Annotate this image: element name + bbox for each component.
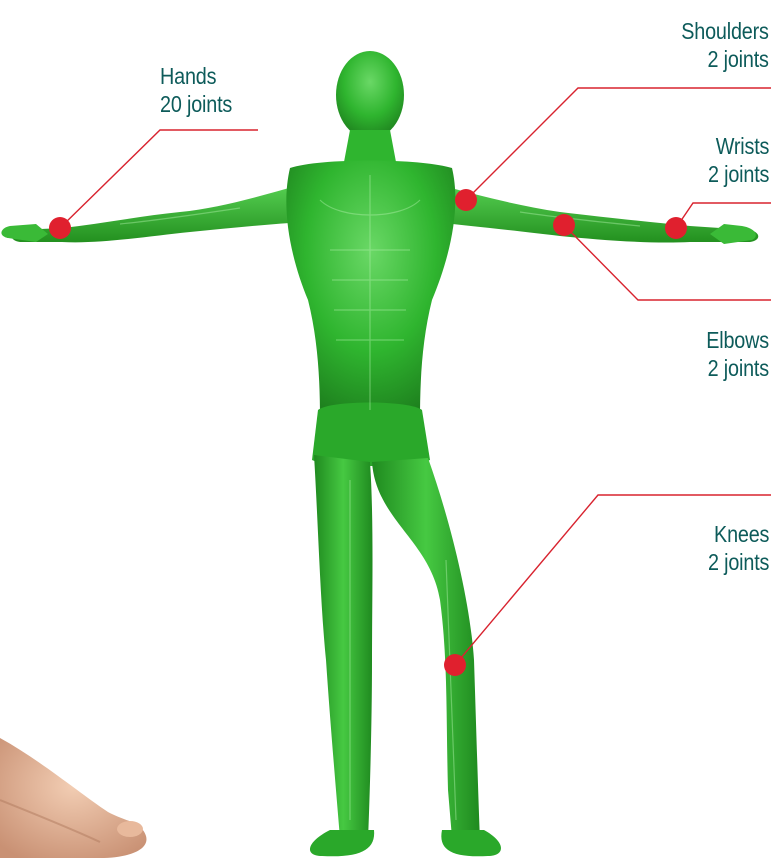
hands-label: Hands 20 joints (160, 62, 232, 118)
left-foot (310, 830, 374, 856)
right-arm (434, 185, 758, 243)
right-leg (372, 458, 480, 840)
knees-label-name: Knees (708, 520, 769, 548)
shoulders-label: Shoulders 2 joints (681, 17, 769, 73)
head (336, 51, 404, 139)
shoulder-joint-marker (455, 189, 477, 211)
wrists-label-name: Wrists (708, 132, 769, 160)
knees-label: Knees 2 joints (708, 520, 769, 576)
wrists-leader (676, 203, 771, 228)
elbow-joint-marker (553, 214, 575, 236)
shoulders-label-name: Shoulders (681, 17, 769, 45)
hands-label-count: 20 joints (160, 90, 232, 118)
elbows-label: Elbows 2 joints (706, 326, 769, 382)
pelvis (312, 403, 430, 467)
neck (344, 130, 396, 162)
wrists-label: Wrists 2 joints (708, 132, 769, 188)
knees-label-count: 2 joints (708, 548, 769, 576)
right-foot (441, 830, 501, 856)
wrist-joint-marker (665, 217, 687, 239)
bare-foot-photo (0, 738, 146, 858)
left-leg (314, 455, 373, 840)
knee-joint-marker (444, 654, 466, 676)
wrists-label-count: 2 joints (708, 160, 769, 188)
torso (286, 161, 455, 421)
shoulders-label-count: 2 joints (681, 45, 769, 73)
human-body-anatomy-figure (1, 51, 758, 856)
elbows-label-count: 2 joints (706, 354, 769, 382)
hands-label-name: Hands (160, 62, 232, 90)
elbows-label-name: Elbows (706, 326, 769, 354)
hand-joint-marker (49, 217, 71, 239)
